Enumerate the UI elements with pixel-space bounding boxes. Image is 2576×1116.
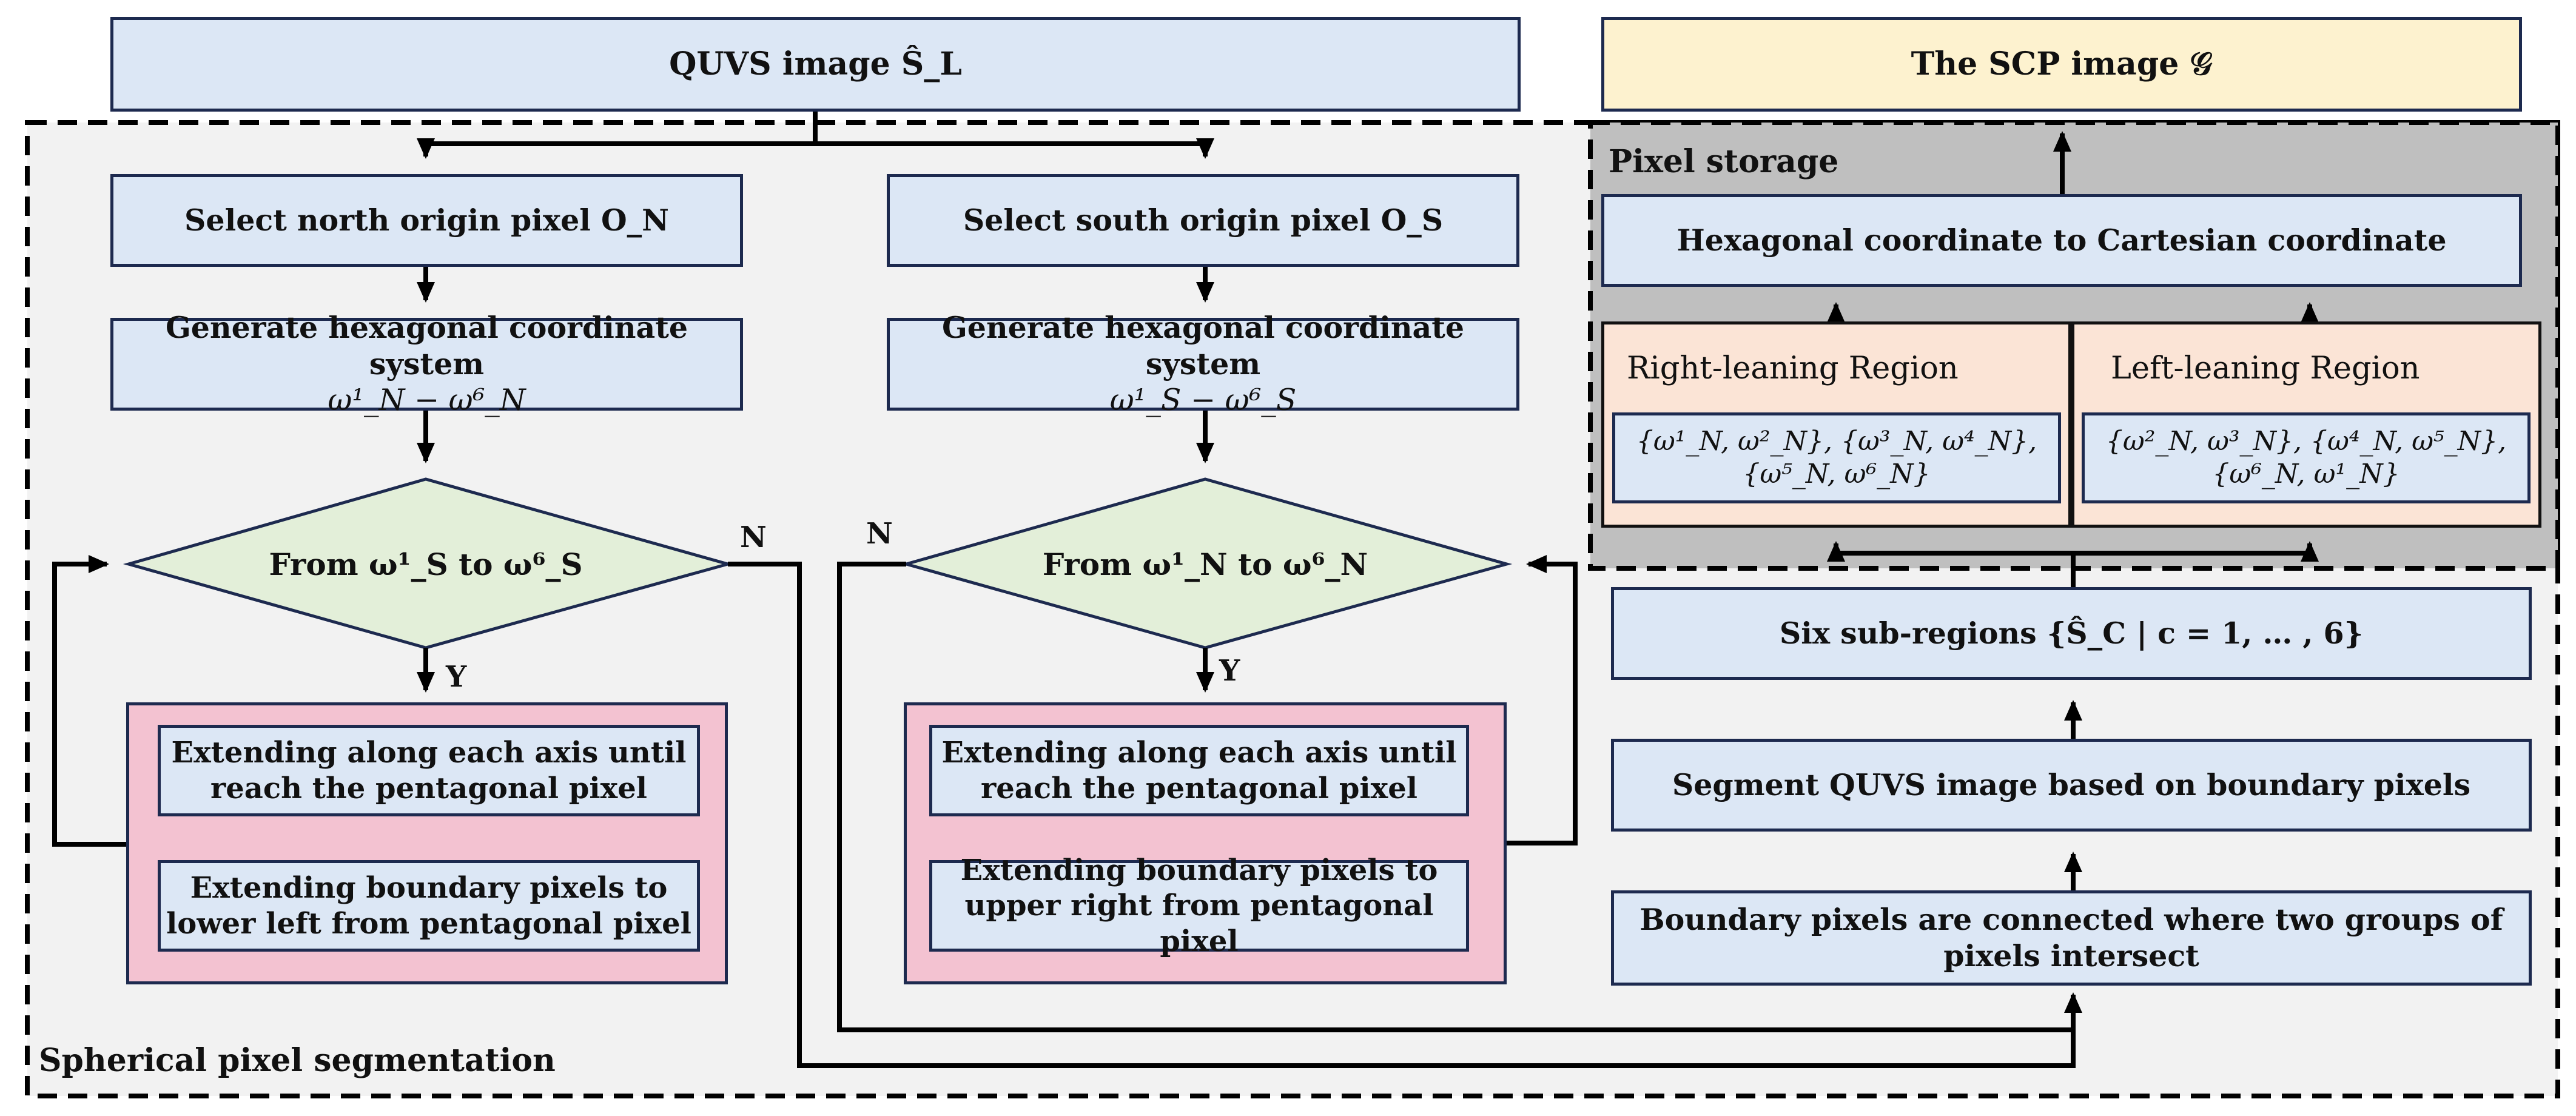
generate-hex-south-box: Generate hexagonal coordinate system ω¹_… [887, 310, 1519, 417]
extend-axis-right-label: Extending along each axis until reach th… [941, 735, 1457, 805]
six-subregions-box: Six sub-regions {Ŝ_C | c = 1, … , 6} [1611, 587, 2532, 680]
right-decision-label: From ω¹_N to ω⁶_N [1042, 546, 1368, 582]
left-leaning-sets-label: {ω²_N, ω³_N}, {ω⁴_N, ω⁵_N}, {ω⁶_N, ω¹_N} [2105, 426, 2507, 489]
left-no-label: N [740, 520, 767, 554]
scp-image-label: The SCP image 𝒢 [1911, 45, 2213, 83]
left-leaning-sets-box: {ω²_N, ω³_N}, {ω⁴_N, ω⁵_N}, {ω⁶_N, ω¹_N} [2082, 412, 2531, 503]
left-leaning-region-title: Left-leaning Region [2111, 351, 2420, 386]
extend-boundary-left-box: Extending boundary pixels to lower left … [158, 860, 700, 952]
hex-to-cartesian-label: Hexagonal coordinate to Cartesian coordi… [1676, 222, 2447, 258]
segment-quvs-label: Segment QUVS image based on boundary pix… [1672, 767, 2471, 802]
extend-boundary-left-label: Extending boundary pixels to lower left … [166, 870, 691, 941]
right-yes-label: Y [1219, 654, 1240, 688]
extend-axis-left-box: Extending along each axis until reach th… [158, 725, 700, 816]
right-leaning-region-title: Right-leaning Region [1627, 351, 1959, 386]
left-decision-label: From ω¹_S to ω⁶_S [269, 546, 583, 582]
pixel-storage-title: Pixel storage [1609, 143, 1839, 180]
right-leaning-sets-box: {ω¹_N, ω²_N}, {ω³_N, ω⁴_N}, {ω⁵_N, ω⁶_N} [1612, 412, 2061, 503]
six-subregions-label: Six sub-regions {Ŝ_C | c = 1, … , 6} [1779, 615, 2364, 651]
extend-boundary-right-box: Extending boundary pixels to upper right… [929, 853, 1469, 958]
generate-hex-south-line2: ω¹_S − ω⁶_S [1109, 383, 1297, 418]
extend-boundary-right-label: Extending boundary pixels to upper right… [960, 853, 1438, 958]
hex-to-cartesian-box: Hexagonal coordinate to Cartesian coordi… [1601, 194, 2522, 287]
generate-hex-south-line1: Generate hexagonal coordinate system [941, 309, 1465, 382]
extend-axis-left-label: Extending along each axis until reach th… [171, 735, 687, 805]
right-no-label: N [866, 517, 893, 551]
select-north-origin-label: Select north origin pixel O_N [184, 202, 669, 238]
boundary-connected-box: Boundary pixels are connected where two … [1611, 890, 2532, 986]
quvs-image-box: QUVS image Ŝ_L [110, 17, 1521, 112]
select-south-origin-box: Select south origin pixel O_S [887, 174, 1519, 267]
scp-image-box: The SCP image 𝒢 [1601, 17, 2522, 112]
boundary-connected-label: Boundary pixels are connected where two … [1639, 901, 2503, 973]
quvs-image-label: QUVS image Ŝ_L [669, 45, 962, 83]
right-leaning-sets-label: {ω¹_N, ω²_N}, {ω³_N, ω⁴_N}, {ω⁵_N, ω⁶_N} [1636, 426, 2037, 489]
generate-hex-north-line2: ω¹_N − ω⁶_N [328, 383, 526, 418]
right-decision-diamond [900, 477, 1513, 650]
segment-quvs-box: Segment QUVS image based on boundary pix… [1611, 739, 2532, 832]
select-north-origin-box: Select north origin pixel O_N [110, 174, 743, 267]
select-south-origin-label: Select south origin pixel O_S [963, 202, 1444, 238]
spherical-segmentation-title: Spherical pixel segmentation [39, 1042, 556, 1079]
generate-hex-north-line1: Generate hexagonal coordinate system [165, 309, 688, 382]
extend-axis-right-box: Extending along each axis until reach th… [929, 725, 1469, 816]
generate-hex-north-box: Generate hexagonal coordinate system ω¹_… [110, 310, 743, 417]
left-yes-label: Y [446, 660, 467, 694]
